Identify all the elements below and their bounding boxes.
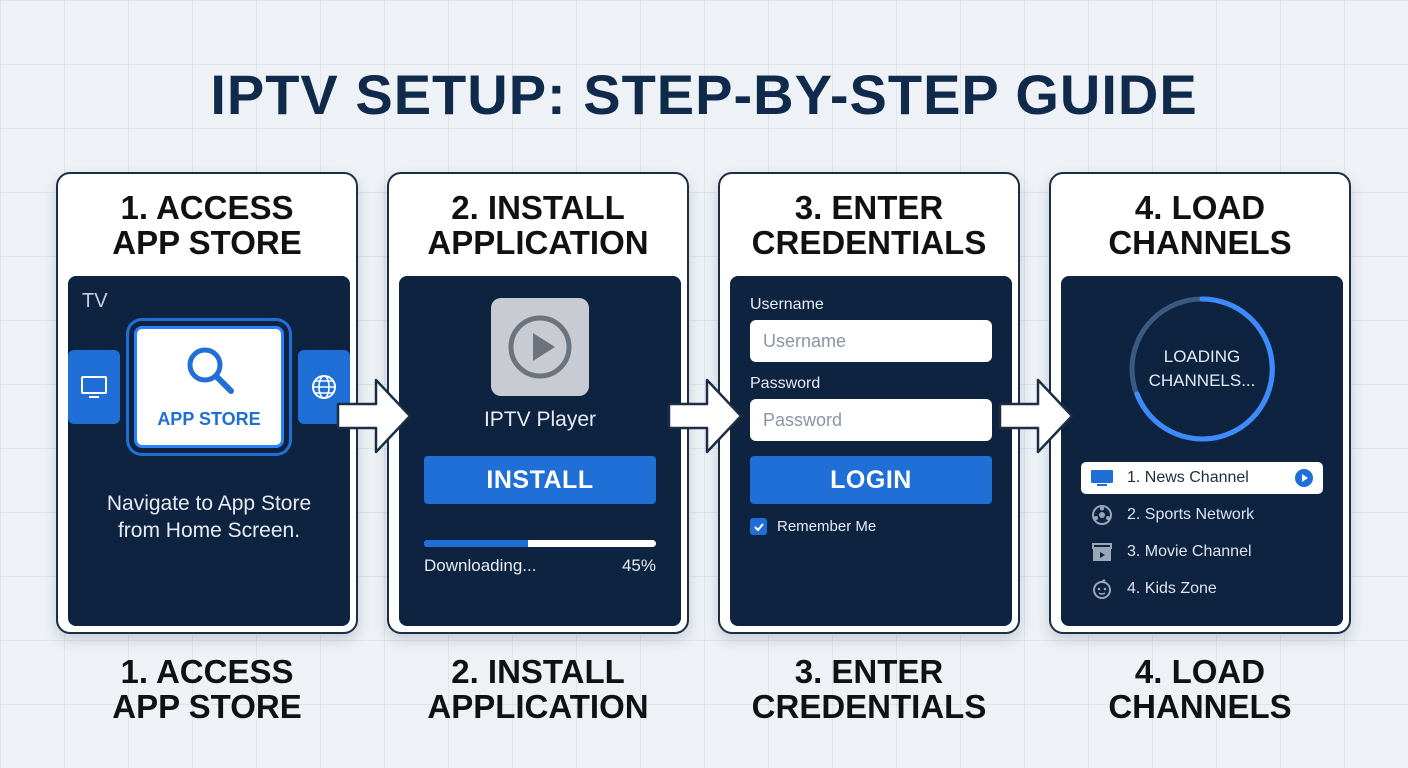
step-heading: 1. ACCESS APP STORE [112, 189, 302, 261]
channel-item-movie[interactable]: 3. Movie Channel [1081, 536, 1323, 568]
step-heading: 3. ENTER CREDENTIALS [751, 189, 987, 261]
remember-checkbox[interactable] [750, 518, 767, 535]
app-store-tile[interactable]: APP STORE [134, 326, 284, 448]
tv-screen: TV APP STORE Navigate to App S [68, 276, 350, 626]
password-label: Password [750, 375, 821, 392]
bottom-step-label: 1. ACCESS APP STORE [112, 653, 302, 725]
tv-screen: LOADING CHANNELS... 1. News Channel 2. S… [1061, 276, 1343, 626]
arrow-right-icon [667, 378, 743, 454]
step-card-load-channels: 4. LOAD CHANNELS LOADING CHANNELS... 1. … [1049, 172, 1351, 634]
download-status: Downloading... [424, 556, 537, 575]
channel-item-sports[interactable]: 2. Sports Network [1081, 499, 1323, 531]
login-button[interactable]: LOGIN [750, 456, 992, 504]
app-name: IPTV Player [483, 408, 597, 431]
iptv-player-app-icon[interactable] [491, 298, 589, 396]
loading-text: LOADING CHANNELS... [1148, 347, 1256, 390]
remember-label: Remember Me [777, 518, 877, 535]
tv-label: TV [82, 290, 108, 312]
arrow-right-icon [336, 378, 412, 454]
ball-icon [1089, 505, 1115, 525]
loading-spinner [1129, 296, 1275, 442]
arrow-right-icon [998, 378, 1074, 454]
step-card-access-app-store: 1. ACCESS APP STORE TV APP STORE [56, 172, 358, 634]
channel-item-kids[interactable]: 4. Kids Zone [1081, 573, 1323, 605]
download-percent: 45% [621, 556, 656, 575]
remember-me[interactable]: Remember Me [750, 518, 876, 535]
tv-icon [1089, 468, 1115, 488]
password-field[interactable]: Password [750, 399, 992, 441]
username-label: Username [750, 296, 824, 313]
channel-item-news[interactable]: 1. News Channel [1081, 462, 1323, 494]
face-icon [1089, 579, 1115, 599]
step-heading: 4. LOAD CHANNELS [1108, 189, 1292, 261]
bottom-step-label: 4. LOAD CHANNELS [1108, 653, 1292, 725]
monitor-tile[interactable] [68, 350, 120, 424]
play-icon [508, 315, 572, 379]
step-card-enter-credentials: 3. ENTER CREDENTIALS Username Username P… [718, 172, 1020, 634]
tv-screen: Username Username Password Password LOGI… [730, 276, 1012, 626]
bottom-step-label: 3. ENTER CREDENTIALS [751, 653, 987, 725]
download-progress-fill [424, 540, 529, 547]
browser-tile[interactable] [298, 350, 350, 424]
instruction-text: Navigate to App Store from Home Screen. [106, 492, 312, 542]
checkmark-icon [753, 522, 764, 531]
bottom-step-label: 2. INSTALL APPLICATION [427, 653, 649, 725]
username-field[interactable]: Username [750, 320, 992, 362]
play-icon[interactable] [1295, 469, 1313, 487]
globe-icon [312, 375, 336, 399]
app-store-label: APP STORE [157, 409, 261, 429]
download-progress-bar [424, 540, 656, 547]
monitor-icon [81, 376, 107, 398]
install-button[interactable]: INSTALL [424, 456, 656, 504]
search-icon [187, 347, 234, 394]
clapperboard-icon [1089, 542, 1115, 562]
tv-screen: IPTV Player INSTALL Downloading... 45% [399, 276, 681, 626]
step-card-install-application: 2. INSTALL APPLICATION IPTV Player INSTA… [387, 172, 689, 634]
step-heading: 2. INSTALL APPLICATION [427, 189, 649, 261]
page-title: IPTV SETUP: STEP-BY-STEP GUIDE [210, 63, 1198, 126]
